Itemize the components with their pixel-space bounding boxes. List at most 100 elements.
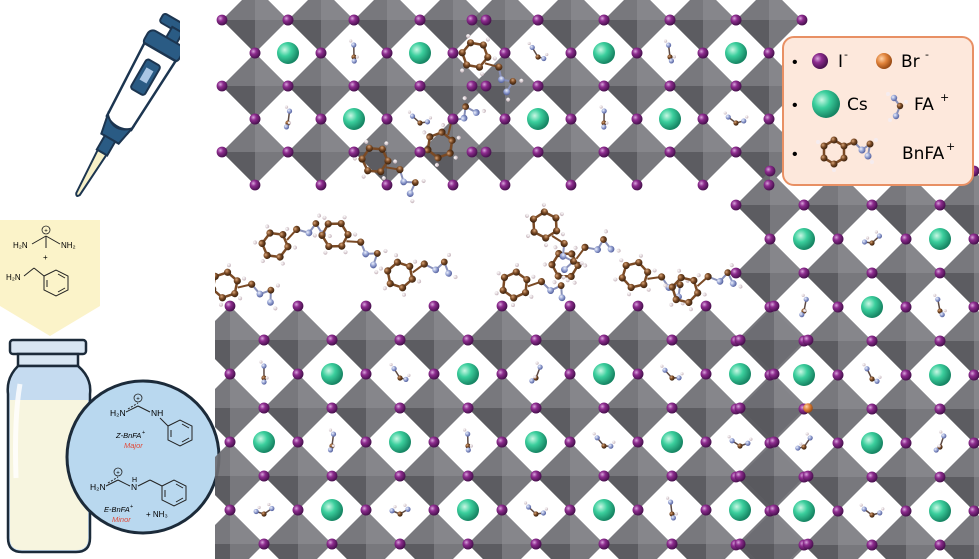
hydrogen-atom — [361, 174, 366, 179]
iodide-atom — [666, 402, 678, 414]
octahedron-facet — [264, 408, 298, 442]
octahedron-facet — [804, 205, 838, 239]
iodide-atom — [326, 402, 338, 414]
hydrogen-atom — [242, 276, 247, 281]
iodide-atom — [428, 368, 440, 380]
hydrogen-atom — [349, 39, 353, 43]
iodide-atom — [282, 80, 294, 92]
iodide-atom — [466, 146, 478, 158]
legend-bromide-charge: - — [925, 48, 929, 61]
hydrogen-atom — [535, 361, 539, 365]
octahedron-facet — [222, 86, 255, 119]
octahedron-facet — [872, 477, 906, 511]
octahedron-facet — [298, 442, 332, 476]
octahedron-facet — [740, 476, 774, 510]
iodide-atom — [598, 538, 610, 550]
octahedron-facet — [774, 374, 808, 408]
hydrogen-atom — [865, 236, 870, 240]
nitrogen-atom — [941, 433, 947, 439]
nitrogen-atom — [939, 312, 945, 318]
iodide-atom — [462, 334, 474, 346]
octahedron-facet — [637, 53, 670, 86]
z-name-charge: + — [142, 430, 145, 436]
hydrogen-atom — [565, 278, 570, 283]
carbon-atom — [676, 281, 684, 289]
hydrogen-atom — [599, 105, 603, 109]
nitrogen-atom — [330, 431, 337, 437]
octahedron-facet — [906, 443, 940, 477]
octahedron-facet — [706, 510, 740, 544]
nitrogen-atom — [537, 364, 543, 370]
byproduct: + NH₃ — [146, 510, 168, 519]
perovskite-lattice — [215, 0, 979, 559]
nitrogen-atom — [745, 440, 751, 446]
hydrogen-atom — [401, 292, 406, 297]
octahedron-facet — [872, 341, 906, 375]
iodide-atom — [414, 80, 426, 92]
iodide-atom — [532, 146, 544, 158]
octahedron-facet — [420, 20, 453, 53]
hydrogen-atom — [680, 372, 684, 376]
bnfa-molecule — [215, 263, 280, 311]
octahedron-facet — [974, 239, 979, 273]
iodide-atom — [730, 199, 742, 211]
octahedron-facet — [872, 545, 906, 559]
iodide-atom — [764, 233, 776, 245]
nitrogen-atom — [725, 114, 731, 120]
cesium-atom — [525, 431, 547, 453]
octahedron-facet — [774, 306, 808, 340]
octahedron-facet — [604, 20, 637, 53]
nitrogen-atom — [601, 108, 607, 114]
carbon-atom — [384, 267, 392, 275]
cesium-atom — [729, 363, 751, 385]
hydrogen-atom — [727, 435, 731, 439]
nitrogen-atom — [406, 190, 414, 197]
iodide-atom — [428, 504, 440, 516]
octahedron-facet — [872, 273, 906, 307]
iodide-atom — [832, 505, 844, 517]
carbon-atom — [581, 243, 589, 251]
carbon-atom — [377, 168, 385, 176]
iodide-atom — [496, 368, 508, 380]
cesium-atom — [321, 363, 343, 385]
legend-bullet-3: • — [792, 146, 798, 163]
hydrogen-atom — [723, 111, 727, 115]
octahedron-facet — [387, 53, 420, 86]
carbon-atom — [465, 443, 471, 449]
nitrogen-atom — [795, 445, 801, 451]
iodide-atom — [700, 368, 712, 380]
carbon-atom — [312, 220, 320, 227]
hydrogen-atom — [352, 156, 357, 161]
octahedron-facet — [222, 152, 255, 185]
hydrogen-atom — [553, 245, 558, 250]
hydrogen-atom — [572, 280, 577, 285]
carbon-atom — [448, 136, 456, 144]
iodide-atom — [734, 402, 746, 414]
nitrogen-atom — [362, 250, 370, 258]
hydrogen-atom — [441, 123, 446, 128]
hydrogen-atom — [738, 284, 743, 289]
carbon-atom — [267, 286, 275, 294]
octahedron-facet — [387, 0, 420, 20]
octahedron-facet — [354, 20, 387, 53]
cesium-atom — [593, 363, 615, 385]
octahedron-facet — [505, 119, 538, 152]
octahedron-facet — [472, 86, 505, 119]
nitrogen-atom — [529, 44, 535, 51]
hydrogen-atom — [381, 176, 386, 181]
octahedron-facet — [770, 239, 804, 273]
iodide-atom — [832, 301, 844, 313]
hydrogen-atom — [545, 52, 549, 57]
iodide-atom — [216, 146, 228, 158]
octahedron-facet — [538, 20, 571, 53]
octahedron-facet — [872, 205, 906, 239]
carbon-atom — [276, 253, 284, 261]
hydrogen-atom — [238, 296, 243, 301]
hydrogen-atom — [674, 512, 678, 516]
octahedron-facet — [638, 510, 672, 544]
carbon-atom — [393, 258, 402, 266]
hydrogen-atom — [393, 159, 398, 164]
octahedron-facet — [672, 340, 706, 374]
bnfa-molecule — [525, 202, 584, 280]
octahedron-facet — [453, 53, 486, 86]
